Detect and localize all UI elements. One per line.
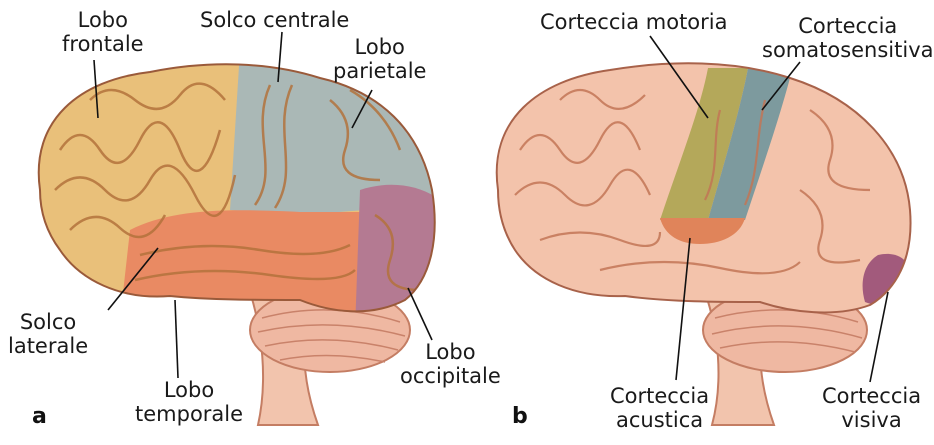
panel-letter-a: a bbox=[32, 404, 47, 429]
brain-b bbox=[480, 40, 930, 425]
label-central-sulcus: Solco centrale bbox=[200, 8, 349, 32]
brain-a bbox=[20, 40, 460, 425]
panel-letter-b: b bbox=[512, 404, 528, 429]
label-motor-cortex: Corteccia motoria bbox=[540, 10, 728, 34]
